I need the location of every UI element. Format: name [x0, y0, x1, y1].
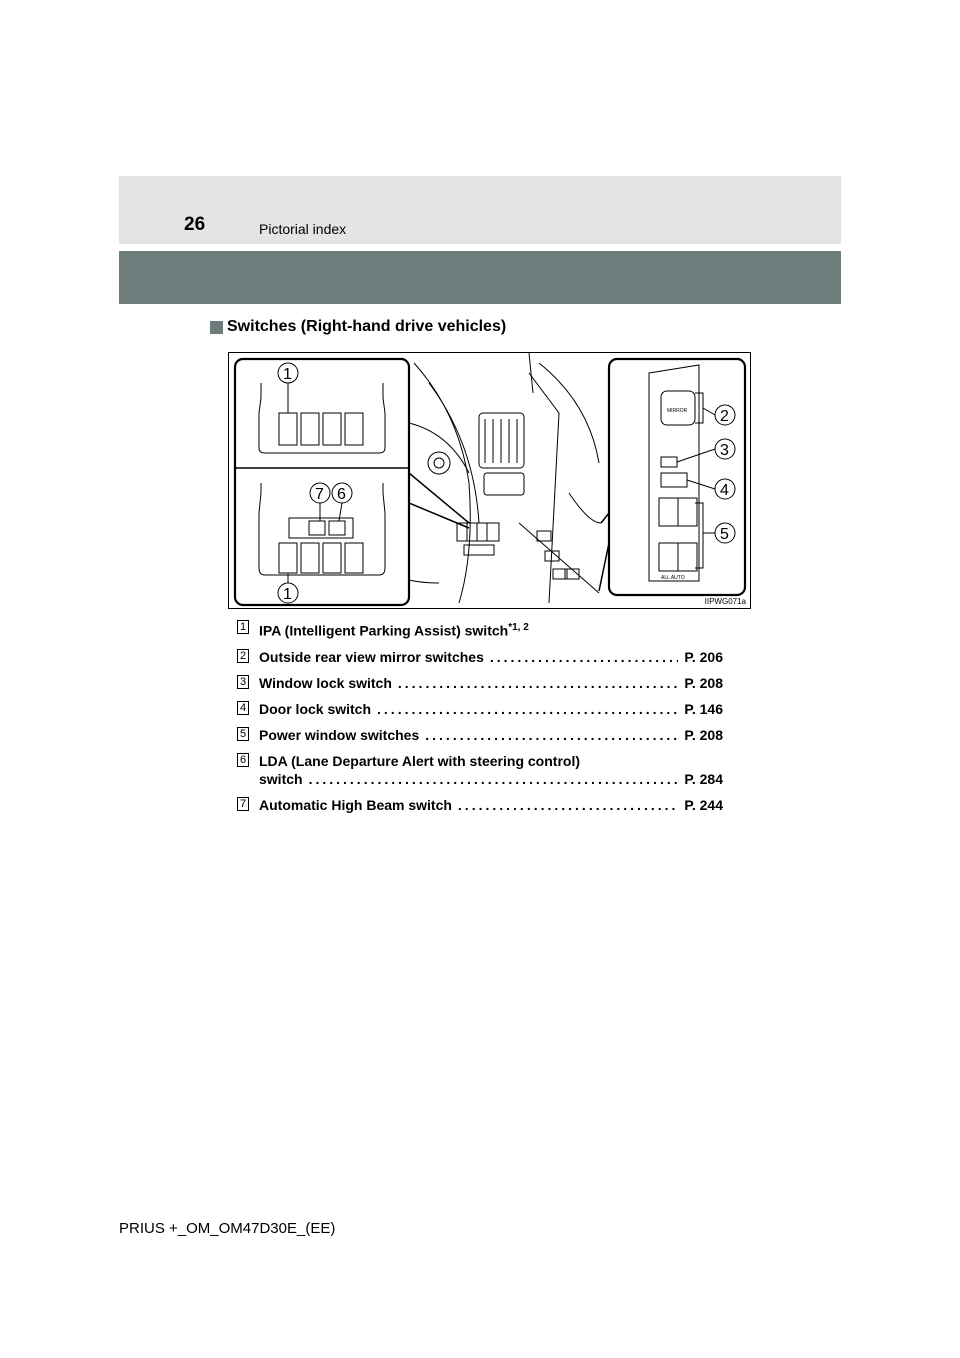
- page-reference-link[interactable]: P. 206: [684, 648, 723, 665]
- list-item: 2 Outside rear view mirror switches ....…: [237, 648, 723, 666]
- item-label: IPA (Intelligent Parking Assist) switch: [259, 622, 509, 639]
- mirror-label: MIRROR: [667, 408, 688, 414]
- page-reference-link[interactable]: P. 244: [684, 796, 723, 813]
- item-number: 2: [237, 648, 249, 663]
- callout-5: 5: [720, 526, 729, 543]
- callout-1-top: 1: [283, 366, 292, 383]
- item-label: Outside rear view mirror switches: [259, 648, 484, 665]
- item-number: 5: [237, 726, 249, 741]
- list-item: 5 Power window switches ................…: [237, 726, 723, 744]
- callout-6: 6: [337, 486, 346, 503]
- page-reference-link[interactable]: P. 208: [684, 674, 723, 691]
- item-number: 3: [237, 674, 249, 689]
- list-item: 3 Window lock switch ...................…: [237, 674, 723, 692]
- page-reference-link[interactable]: P. 146: [684, 700, 723, 717]
- item-number: 6: [237, 752, 249, 767]
- item-label: Automatic High Beam switch: [259, 796, 452, 813]
- document-code-footer: PRIUS +_OM_OM47D30E_(EE): [119, 1220, 336, 1237]
- item-label: Door lock switch: [259, 700, 372, 717]
- item-label: Power window switches: [259, 726, 420, 743]
- item-footnote-mark: *1, 2: [508, 622, 529, 633]
- item-label-line1: LDA (Lane Departure Alert with steering …: [259, 752, 580, 769]
- subheading: Switches (Right-hand drive vehicles): [210, 318, 506, 336]
- switches-illustration: 1 7 6 1 MIRROR ALL A: [228, 352, 751, 609]
- callout-2: 2: [720, 408, 729, 425]
- page-reference-link[interactable]: P. 284: [684, 770, 723, 787]
- item-number: 1: [237, 620, 249, 634]
- page-number: 26: [184, 214, 206, 235]
- item-number: 7: [237, 796, 249, 811]
- list-item: 7 Automatic High Beam switch ...........…: [237, 796, 723, 814]
- page-reference-link[interactable]: P. 208: [684, 726, 723, 743]
- section-title: Pictorial index: [259, 221, 347, 237]
- item-label: Window lock switch: [259, 674, 392, 691]
- callout-4: 4: [720, 482, 729, 499]
- item-label: switch: [259, 770, 303, 787]
- subheading-text: Switches (Right-hand drive vehicles): [227, 318, 507, 335]
- illustration-drawing: 1 7 6 1 MIRROR ALL A: [233, 353, 747, 607]
- item-number: 4: [237, 700, 249, 715]
- header-band: [119, 176, 841, 244]
- callout-7: 7: [315, 486, 324, 503]
- callout-1-bottom: 1: [283, 586, 292, 603]
- figure-code: IIPWG071a: [704, 597, 746, 606]
- callout-3: 3: [720, 442, 729, 459]
- list-item: 4 Door lock switch .....................…: [237, 700, 723, 718]
- list-item: 1 IPA (Intelligent Parking Assist) switc…: [237, 619, 723, 640]
- title-band: [119, 251, 841, 304]
- square-bullet-icon: [210, 320, 223, 334]
- all-auto-label: ALL AUTO: [661, 575, 685, 581]
- list-item: 6 LDA (Lane Departure Alert with steerin…: [237, 752, 723, 788]
- switch-list: 1 IPA (Intelligent Parking Assist) switc…: [237, 619, 723, 822]
